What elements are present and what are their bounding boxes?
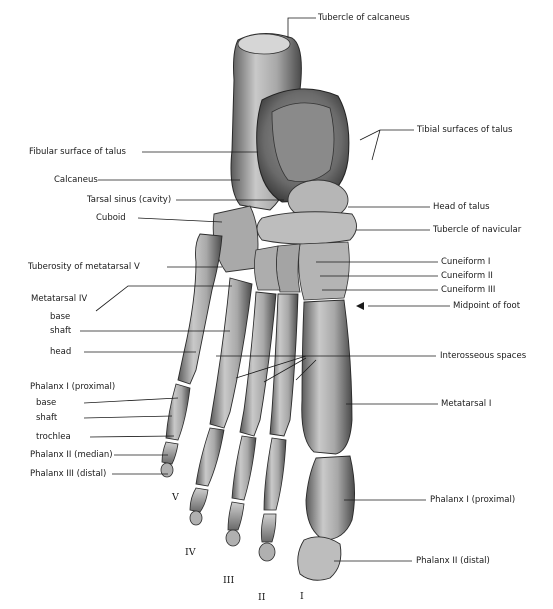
label-phalanx1-proximal-left: Phalanx I (proximal) (30, 382, 116, 392)
midpoint-arrow (356, 302, 364, 310)
label-base: base (50, 312, 71, 322)
label-phalanx2-median: Phalanx II (median) (30, 450, 113, 460)
toe-number-v: V (172, 492, 179, 503)
label-cuneiform-2: Cuneiform II (441, 271, 493, 281)
proximal-phalanges (165, 383, 356, 541)
label-shaft-phalanx: shaft (36, 413, 58, 423)
label-metatarsal-4: Metatarsal IV (31, 294, 88, 304)
label-cuneiform-3: Cuneiform III (441, 285, 496, 295)
label-head: head (50, 347, 72, 357)
label-phalanx2-distal: Phalanx II (distal) (416, 556, 490, 566)
label-midpoint-of-foot: Midpoint of foot (453, 301, 521, 311)
toe-number-i: I (300, 591, 304, 602)
label-head-of-talus: Head of talus (433, 202, 490, 212)
toe-number-iv: IV (185, 547, 196, 558)
label-tubercle-navicular: Tubercle of navicular (433, 225, 522, 235)
label-cuboid: Cuboid (96, 213, 126, 223)
label-trochlea: trochlea (36, 432, 71, 442)
label-base-phalanx: base (36, 398, 57, 408)
middle-phalanges (161, 441, 277, 543)
label-calcaneus: Calcaneus (54, 175, 98, 185)
label-tuberosity-met5: Tuberosity of metatarsal V (28, 262, 140, 272)
label-metatarsal-1: Metatarsal I (441, 399, 492, 409)
label-shaft: shaft (50, 326, 72, 336)
distal-phalanges (160, 462, 342, 581)
leader-lines (80, 17, 450, 562)
navicular-bone (256, 211, 357, 245)
toe-number-ii: II (258, 592, 266, 603)
label-fibular-surface-talus: Fibular surface of talus (29, 147, 126, 157)
talus-bone (256, 88, 350, 221)
label-interosseous-spaces: Interosseous spaces (440, 351, 527, 361)
metatarsal-bones (177, 233, 353, 455)
label-cuneiform-1: Cuneiform I (441, 257, 491, 267)
label-tibial-surfaces-talus: Tibial surfaces of talus (417, 125, 513, 135)
cuneiform-bones (254, 241, 350, 301)
label-tarsal-sinus: Tarsal sinus (cavity) (87, 195, 172, 205)
label-tubercle-calcaneus: Tubercle of calcaneus (318, 13, 410, 23)
toe-number-iii: III (223, 575, 235, 586)
label-phalanx3-distal: Phalanx III (distal) (30, 469, 107, 479)
label-phalanx1-proximal-right: Phalanx I (proximal) (430, 495, 516, 505)
